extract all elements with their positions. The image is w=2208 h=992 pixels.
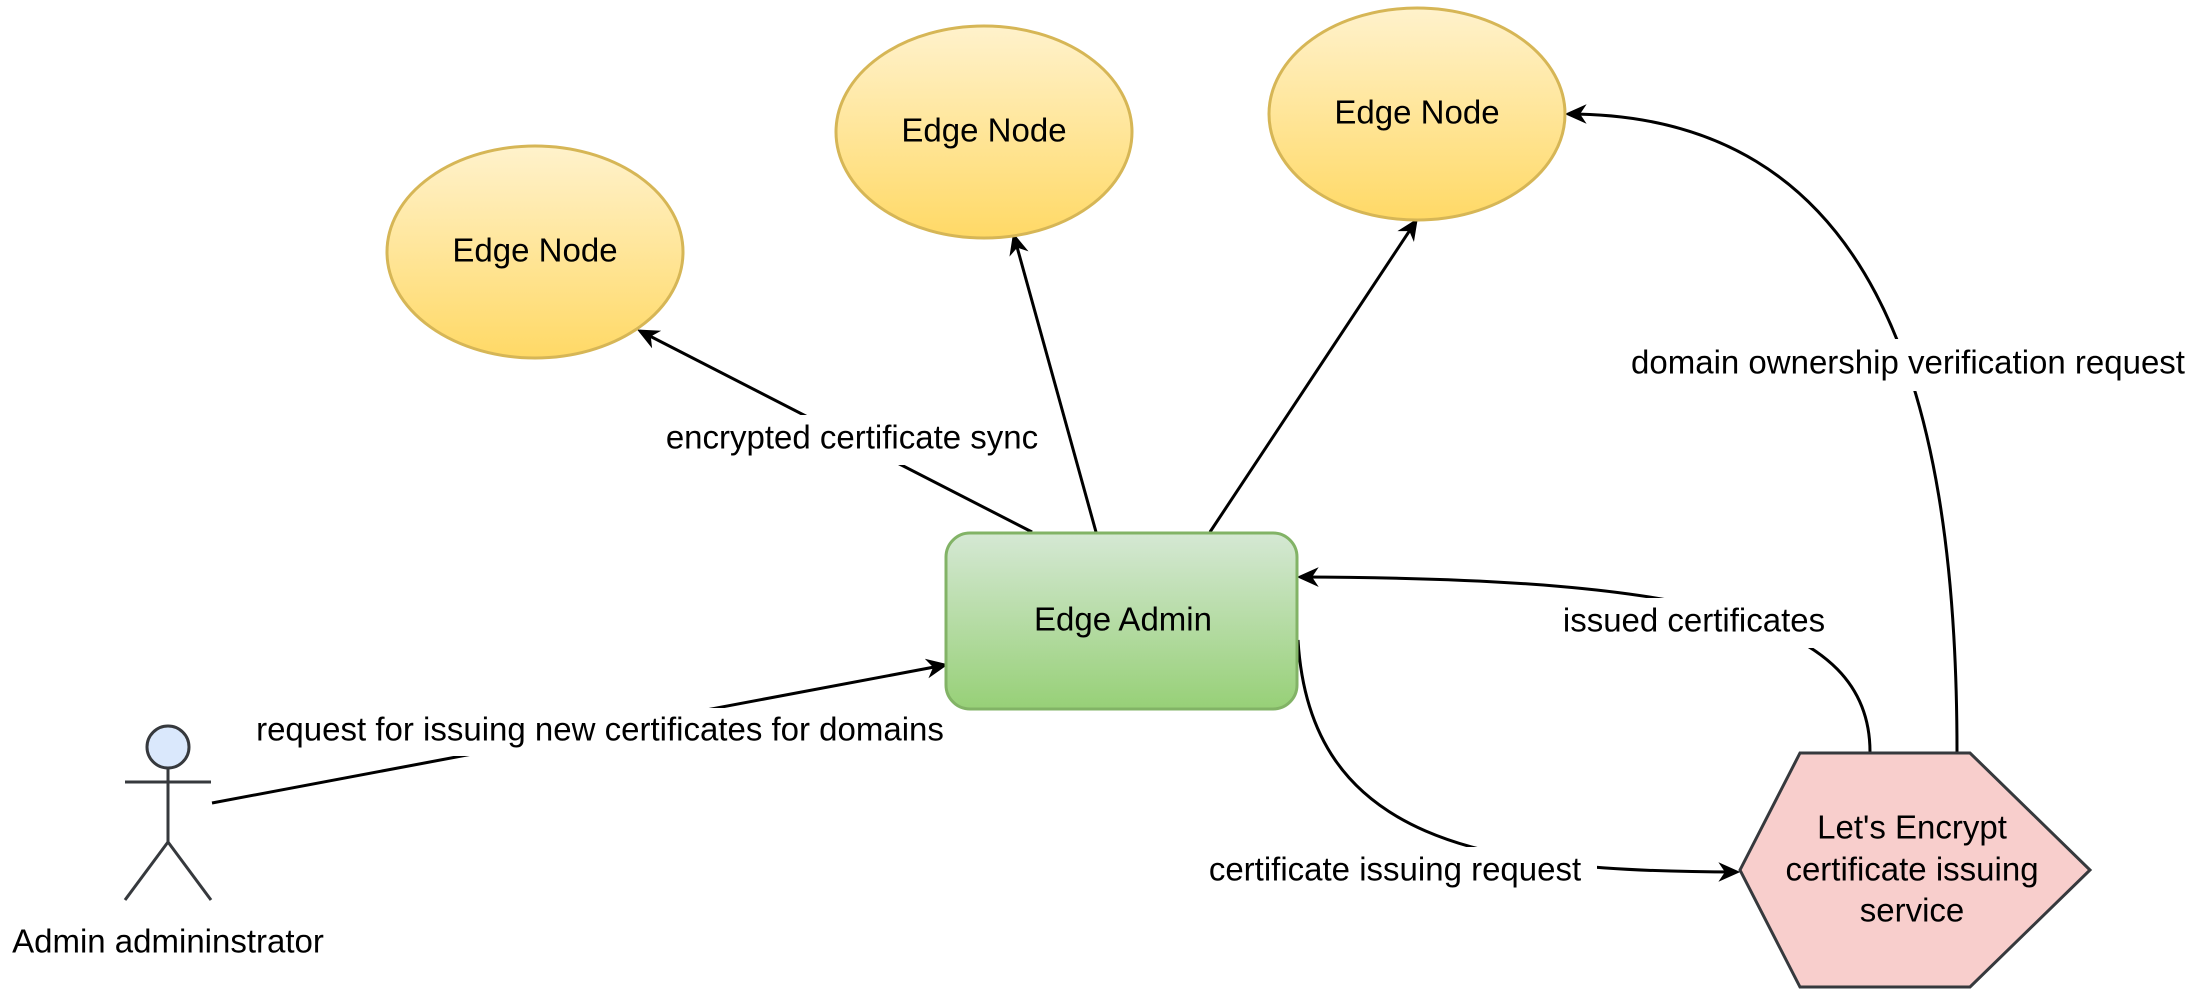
edge-letsencrypt-to-right-node[interactable] xyxy=(1564,104,1959,753)
edge-node-right[interactable]: Edge Node xyxy=(1267,6,1567,222)
label-certificate-issuing-request: certificate issuing request xyxy=(1209,851,1581,888)
lets-encrypt-label-line-3: service xyxy=(1860,892,1965,929)
actor-left-leg xyxy=(123,841,170,901)
lets-encrypt-label-line-1: Let's Encrypt xyxy=(1817,809,2007,846)
actor-right-leg xyxy=(166,841,213,901)
edge-node-left-label: Edge Node xyxy=(452,232,617,269)
lets-encrypt-node[interactable]: Let's Encrypt certificate issuing servic… xyxy=(1738,751,2093,989)
edge-node-left[interactable]: Edge Node xyxy=(385,144,685,360)
edge-admin-to-right-node[interactable] xyxy=(1208,218,1418,533)
label-issued-certificates: issued certificates xyxy=(1563,602,1825,639)
edge-node-center[interactable]: Edge Node xyxy=(834,24,1134,240)
edge-node-center-label: Edge Node xyxy=(901,112,1066,149)
label-domain-ownership-verification: domain ownership verification request xyxy=(1631,344,2185,381)
label-encrypted-certificate-sync: encrypted certificate sync xyxy=(666,419,1038,456)
edge-admin-node[interactable]: Edge Admin xyxy=(944,531,1299,711)
edge-node-right-label: Edge Node xyxy=(1334,94,1499,131)
actor-head xyxy=(145,724,191,770)
edge-labels: encrypted certificate sync request for i… xyxy=(230,339,2206,897)
admin-actor[interactable]: Admin admininstrator xyxy=(12,724,324,960)
edge-admin-to-letsencrypt[interactable] xyxy=(1296,639,1741,882)
label-request-issuing-new-certificates: request for issuing new certificates for… xyxy=(256,711,944,748)
actor-label: Admin admininstrator xyxy=(12,923,324,960)
lets-encrypt-label-line-2: certificate issuing xyxy=(1785,851,2038,888)
edge-admin-label: Edge Admin xyxy=(1034,601,1212,638)
edge-admin-to-center-node[interactable] xyxy=(1009,232,1098,533)
